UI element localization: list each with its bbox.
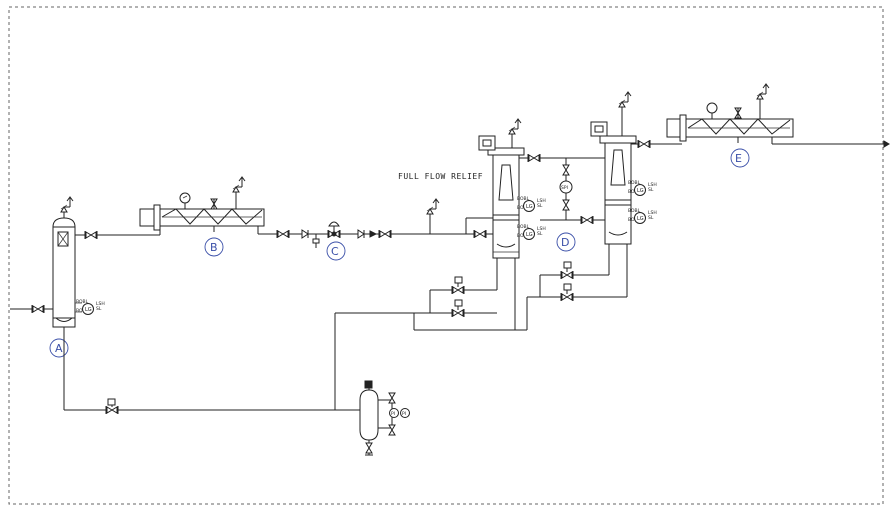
svg-text:PI: PI: [402, 411, 406, 417]
vessel-a: [52, 196, 106, 328]
label-c: C: [331, 245, 339, 258]
label-a: A: [55, 342, 63, 355]
exchanger-b: [139, 176, 265, 235]
exchanger-e: [666, 83, 794, 143]
column-d-right: [590, 91, 658, 245]
svg-text:SPI: SPI: [561, 185, 568, 191]
column-d-left: [478, 118, 547, 259]
svg-text:PI: PI: [391, 411, 395, 417]
full-flow-relief-note: FULL FLOW RELIEF: [398, 172, 483, 181]
accumulator-vessel: PI PI: [359, 380, 410, 456]
label-d: D: [561, 236, 569, 249]
label-e: E: [735, 152, 742, 165]
drawing-border: [8, 6, 884, 505]
label-a-circle: [49, 338, 69, 358]
label-b: B: [210, 241, 218, 254]
control-valve-c: [327, 221, 341, 239]
